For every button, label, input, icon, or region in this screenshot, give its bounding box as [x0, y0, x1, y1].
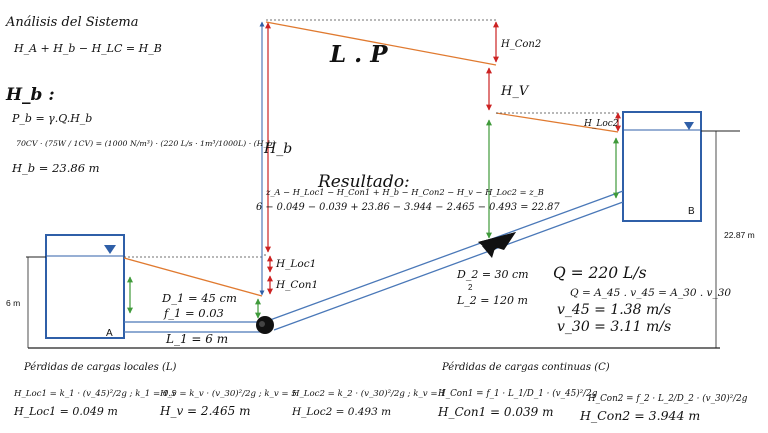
energy-line-label: L . P: [329, 41, 388, 68]
result-equation: z_A − H_Loc1 − H_Con1 + H_b − H_Con2 − H…: [265, 187, 544, 198]
result-title: Resultado:: [317, 172, 410, 192]
h-loc2-result: H_Loc2 = 0.493 m: [291, 406, 391, 418]
system-analysis-title: Análisis del Sistema: [5, 15, 139, 30]
discharge-pipe: [269, 190, 624, 331]
pipe1-friction: f_1 = 0.03: [163, 306, 224, 320]
velocity-30: v_30 = 3.11 m/s: [557, 319, 671, 335]
water-level-icon: [684, 122, 694, 130]
local-losses-title: Pérdidas de cargas locales (L): [23, 362, 177, 373]
h-loc2-label: H_Loc2: [583, 119, 619, 129]
pump-power-formula: P_b = γ.Q.H_b: [11, 112, 92, 125]
suction-pipe: [124, 321, 262, 333]
h-loc1-formula: H_Loc1 = k_1 · (v_45)²/2g ; k_1 = 0.5: [13, 388, 177, 399]
tank-b: B: [622, 111, 702, 222]
velocity-45: v_45 = 1.38 m/s: [557, 302, 671, 318]
h-con1-result: H_Con1 = 0.039 m: [437, 405, 553, 419]
h-con2-label: H_Con2: [500, 39, 541, 50]
pump-head-symbol: H_b :: [5, 85, 55, 105]
h-v-formula: H_v = k_v · (v_30)²/2g ; k_v = 5: [159, 388, 297, 399]
head-arrows: [265, 21, 621, 295]
level-arrows: [127, 119, 619, 319]
h-loc1-result: H_Loc1 = 0.049 m: [13, 405, 118, 418]
pump-power-conversion: 70CV · (75W / 1CV) = (1000 N/m³) · (220 …: [16, 139, 275, 148]
h-con2-result: H_Con2 = 3.944 m: [579, 408, 700, 423]
h-v-result: H_v = 2.465 m: [159, 404, 250, 418]
tank-b-elevation: 22.87 m: [724, 230, 755, 240]
tank-b-label: B: [688, 206, 695, 217]
energy-line: [123, 21, 619, 297]
flow-rate: Q = 220 L/s: [553, 264, 647, 282]
pipe2-index: 2: [468, 283, 473, 292]
pipe2-length: L_2 = 120 m: [456, 294, 528, 307]
tank-a-elevation: 6 m: [6, 298, 20, 308]
pump-head-result: H_b = 23.86 m: [11, 161, 100, 175]
h-v-label: H_V: [500, 84, 530, 99]
continuous-losses-title: Pérdidas de cargas continuas (C): [441, 362, 610, 373]
valve-icon: [478, 232, 516, 258]
tank-a: A: [45, 234, 125, 339]
h-b-label: H_b: [263, 141, 292, 157]
pipe1-diameter: D_1 = 45 cm: [161, 291, 237, 305]
energy-balance-equation: H_A + H_b − H_LC = H_B: [13, 42, 162, 55]
result-numeric: 6 − 0.049 − 0.039 + 23.86 − 3.944 − 2.46…: [256, 202, 560, 213]
h-loc2-formula: H_Loc2 = k_2 · (v_30)²/2g ; k_v = 1: [291, 388, 446, 399]
h-loc1-label: H_Loc1: [275, 258, 316, 270]
pipe2-diameter: D_2 = 30 cm: [456, 268, 529, 281]
water-level-icon: [104, 245, 116, 254]
h-con2-formula: H_Con2 = f_2 · L_2/D_2 · (v_30)²/2g: [587, 393, 748, 404]
h-con1-formula: H_Con1 = f_1 · L_1/D_1 · (v_45)²/2g: [437, 388, 598, 399]
tank-a-label: A: [106, 328, 113, 339]
continuity-equation: Q = A_45 . v_45 = A_30 . v_30: [570, 287, 731, 299]
h-con1-label: H_Con1: [275, 279, 318, 291]
pipe1-length: L_1 = 6 m: [165, 332, 228, 346]
pump-icon: [256, 316, 274, 334]
